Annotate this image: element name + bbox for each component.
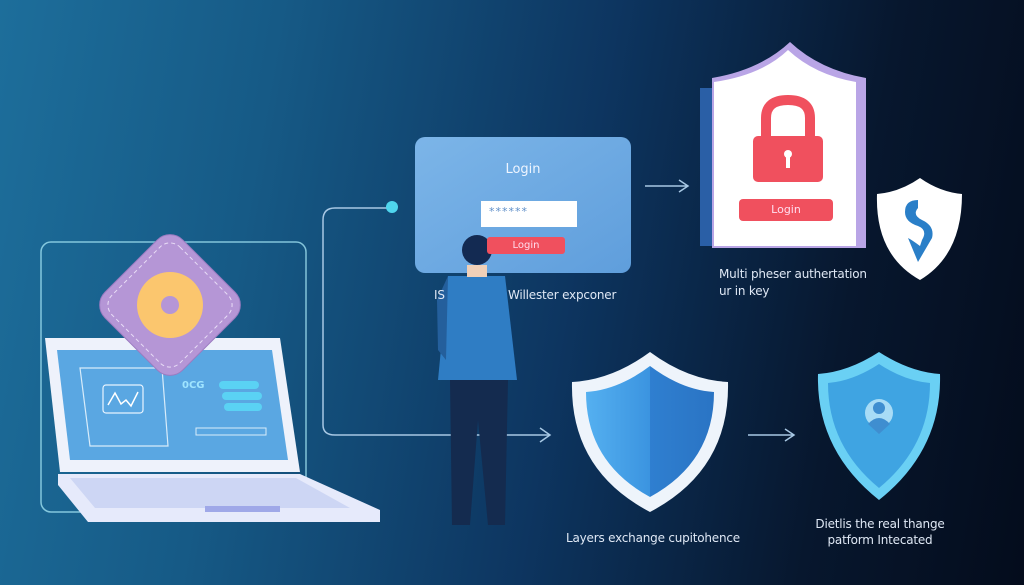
chart-icon <box>102 384 144 414</box>
small-shield-icon <box>876 178 962 280</box>
mfa-caption-line2: ur in key <box>719 284 770 298</box>
platform-caption-line2: patform Intecated <box>827 533 933 547</box>
login-card-title: Login <box>505 162 541 177</box>
big-shield-icon <box>571 352 729 512</box>
person <box>437 235 517 525</box>
connector-dot <box>386 201 398 213</box>
padlock-icon <box>753 94 823 182</box>
layers-caption: Layers exchange cupitohence <box>566 531 740 545</box>
login-button[interactable]: Login <box>487 237 565 254</box>
connector-lines <box>322 179 796 443</box>
platform-caption: Dietlis the real thange patform Intecate… <box>800 516 960 548</box>
mfa-caption-line1: Multi pheser authertation <box>719 267 867 281</box>
person-caption-left: IS <box>434 288 445 302</box>
mfa-login-button[interactable]: Login <box>739 199 833 221</box>
purple-lock-device <box>99 234 241 376</box>
user-shield-icon <box>817 352 941 500</box>
mfa-caption: Multi pheser authertation ur in key <box>719 266 867 300</box>
laptop-screen-text: 0CG <box>182 380 205 391</box>
laptop <box>45 338 380 522</box>
chart-panel <box>79 367 169 447</box>
password-input[interactable]: ****** <box>481 201 577 227</box>
platform-caption-line1: Dietlis the real thange <box>815 517 945 531</box>
person-caption-right: Willester expconer <box>508 288 617 302</box>
mfa-panel-side <box>700 88 714 246</box>
